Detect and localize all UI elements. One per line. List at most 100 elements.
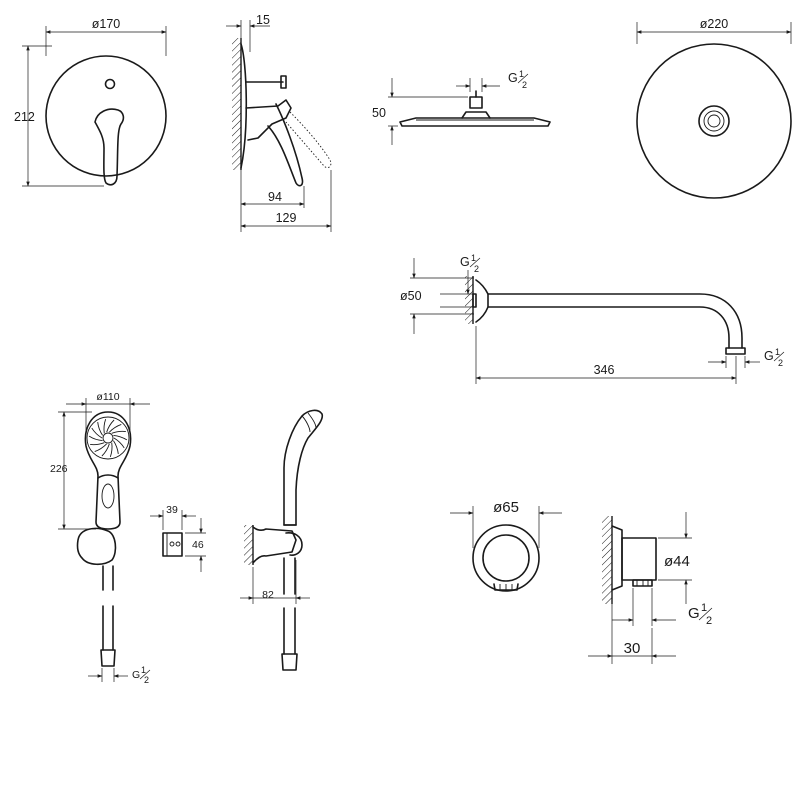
spray-vane <box>103 418 107 434</box>
arm-thread-outlet-denominator: 2 <box>778 358 783 368</box>
arm-flange-diameter-label: ø50 <box>400 289 422 303</box>
spray-vane <box>101 443 110 457</box>
spray-vane <box>94 443 107 453</box>
head-top-diameter-label: ø220 <box>700 17 729 31</box>
arm-tube-top <box>487 293 743 349</box>
arm-thread-wall-label: G <box>460 255 470 269</box>
head-shower-outline <box>636 43 792 199</box>
mixer-plate-side <box>240 43 248 169</box>
spray-vane <box>88 435 103 442</box>
head-shower-disc <box>399 117 551 127</box>
hand-shower-side-face-1 <box>301 415 311 433</box>
hand-shower-side-body <box>283 409 324 526</box>
diverter-knob <box>104 78 116 90</box>
spray-vane <box>90 442 105 446</box>
hand-thread-numerator: 1 <box>141 665 146 675</box>
mixer-side-view: 15 94 129 <box>226 13 332 232</box>
hand-thread-denominator: 2 <box>144 675 149 685</box>
wall-outlet-side-view: ø44 G 1 2 30 <box>588 512 713 664</box>
hand-thread-label: G <box>132 669 140 681</box>
holder-height-label: 46 <box>192 539 204 551</box>
mixer-lever-side <box>267 103 304 187</box>
hand-shower-button <box>101 483 115 509</box>
wall-hatch <box>232 38 241 170</box>
hand-shower-front-view: ø110 226 G 1 2 <box>50 391 151 685</box>
outlet-inner-ring <box>482 534 530 582</box>
outlet-plate <box>472 524 540 592</box>
head-shower-side-view: 50 G 1 2 <box>372 69 551 145</box>
outlet-side-body <box>621 537 657 581</box>
mixer-side-projection-label: 15 <box>256 13 270 27</box>
arm-tube-bottom <box>487 306 730 349</box>
arm-thread-outlet-label: G <box>764 349 774 363</box>
head-side-height-label: 50 <box>372 106 386 120</box>
hand-side-hose-bottom <box>283 607 296 655</box>
hand-shower-holder <box>76 527 117 566</box>
outlet-side-diameter-label: ø44 <box>664 553 690 570</box>
hand-shower-side-view: 82 <box>240 409 324 671</box>
spray-vane <box>97 421 103 436</box>
spray-vane <box>111 430 126 434</box>
arm-thread-outlet-numerator: 1 <box>775 347 780 357</box>
hand-side-wall-hatch <box>244 525 253 565</box>
shower-arm-view: ø50 G 1 2 346 G 1 2 <box>400 253 785 384</box>
hand-side-hose-nut <box>281 653 298 671</box>
head-shower-center-inner <box>707 114 721 128</box>
outlet-diameter-label: ø65 <box>493 499 519 516</box>
spray-vane <box>113 437 125 449</box>
hand-shower-spray-pattern <box>88 418 128 458</box>
arm-length-label: 346 <box>594 363 615 377</box>
hand-diameter-label: ø110 <box>96 391 119 403</box>
spray-vane <box>106 419 115 433</box>
mixer-lever <box>94 108 125 186</box>
hand-shower-side-face-2 <box>307 412 317 429</box>
mixer-diameter-label: ø170 <box>92 17 121 31</box>
head-shower-top-view: ø220 <box>636 17 792 199</box>
mixer-height-label: 212 <box>14 110 35 124</box>
head-shower-ball-joint <box>469 96 483 109</box>
head-shower-hub <box>461 111 491 119</box>
outlet-thread-denominator: 2 <box>706 615 712 627</box>
outlet-depth-label: 30 <box>624 640 641 657</box>
outlet-side-flange <box>611 525 623 591</box>
mixer-body <box>245 99 292 141</box>
holder-width-label: 39 <box>166 504 178 516</box>
hand-shower-face-ring <box>86 416 130 460</box>
arm-thread-wall-denominator: 2 <box>474 264 479 274</box>
head-shower-center-mid <box>703 110 725 132</box>
mixer-front-view: ø170 212 <box>14 17 167 187</box>
lever-open-position <box>285 111 332 169</box>
arm-outlet-nut <box>725 347 746 355</box>
arm-wall-thread <box>472 293 477 308</box>
arm-wall-hatch <box>465 276 473 324</box>
mixer-cover-plate <box>45 55 167 177</box>
spray-vane <box>113 440 119 455</box>
hand-shower-hose-nut <box>100 649 116 667</box>
hand-shower-grip-line <box>97 474 119 479</box>
spray-vane <box>91 427 103 439</box>
hand-shower-hose-bottom <box>102 605 114 651</box>
hand-shower-body <box>84 411 132 530</box>
bracket-body <box>162 532 183 557</box>
hand-height-label: 226 <box>50 463 68 475</box>
hand-side-depth-label: 82 <box>262 589 274 601</box>
hand-shower-hose-top <box>102 565 114 591</box>
outlet-thread-numerator: 1 <box>701 602 707 614</box>
spray-vane <box>109 423 122 433</box>
hand-side-hose-top <box>283 557 296 595</box>
mixer-side-depth-a-label: 94 <box>268 190 282 204</box>
outlet-wall-hatch <box>602 516 612 604</box>
wall-outlet-front-view: ø65 <box>450 499 562 592</box>
spray-vane <box>109 442 113 458</box>
mixer-side-depth-b-label: 129 <box>276 211 297 225</box>
hand-shower-face-center <box>102 432 114 444</box>
arm-thread-wall-numerator: 1 <box>471 253 476 263</box>
wall-bracket-view: 39 46 <box>150 504 206 572</box>
head-side-thread-label: G <box>508 71 518 85</box>
head-side-thread-numerator: 1 <box>519 69 524 79</box>
arm-flange <box>475 279 489 323</box>
holder-cup <box>285 532 303 556</box>
diverter-cap <box>280 75 287 89</box>
outlet-thread-label: G <box>688 605 700 622</box>
